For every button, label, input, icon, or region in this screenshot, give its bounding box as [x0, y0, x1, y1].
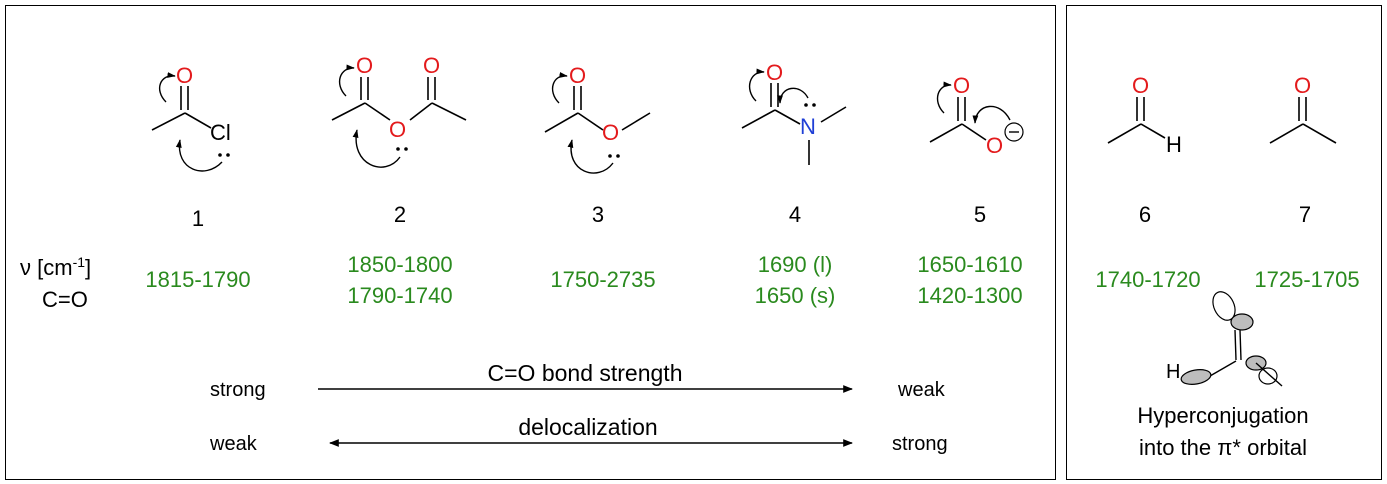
- oxygen-atom: O: [1132, 73, 1149, 98]
- wavenumber-label: ν [cm-1]: [20, 254, 91, 280]
- curved-arrow-icon: [936, 81, 952, 114]
- oxygen-atom: O: [1294, 73, 1311, 98]
- curved-arrow-icon: [777, 87, 809, 104]
- compound-number: 7: [1299, 202, 1311, 227]
- trend-right-label: weak: [897, 379, 946, 401]
- curved-arrow-icon: [158, 72, 176, 103]
- frequency-range: 1690 (l): [758, 252, 833, 277]
- oxygen-atom: O: [766, 60, 783, 85]
- frequency-range: 1650 (s): [755, 283, 836, 308]
- frequency-range: 1850-1800: [347, 252, 452, 277]
- frequency-range: 1740-1720: [1095, 267, 1200, 292]
- hydrogen-atom: H: [1166, 132, 1182, 157]
- frequency-range: 1650-1610: [917, 252, 1022, 277]
- trend-left-label: weak: [209, 433, 258, 455]
- curved-arrow-icon: [748, 68, 765, 102]
- oxygen-atom: O: [953, 73, 970, 98]
- compound-number: 4: [789, 202, 801, 227]
- curved-arrow-icon: [972, 105, 1011, 124]
- compound-number: 2: [394, 202, 406, 227]
- oxygen-atom: O: [986, 133, 1003, 158]
- curved-arrow-icon: [567, 139, 614, 174]
- molecule-4: O N: [741, 60, 847, 165]
- trend-right-label: strong: [892, 433, 948, 455]
- bond-strength-trend: strong C=O bond strength weak: [210, 360, 946, 401]
- frequency-range: 1815-1790: [145, 267, 250, 292]
- molecule-7: O: [1269, 73, 1337, 144]
- caption-line-1: Hyperconjugation: [1137, 403, 1308, 428]
- compound-number: 5: [974, 202, 986, 227]
- side-panel: [1066, 5, 1382, 480]
- compound-number: 6: [1139, 202, 1151, 227]
- bond-label: C=O: [42, 287, 88, 312]
- curved-arrow-icon: [352, 129, 401, 168]
- orbital-diagram: H: [1166, 291, 1283, 387]
- oxygen-atom: O: [389, 117, 406, 142]
- curved-arrow-icon: [338, 64, 355, 97]
- molecule-3: O O: [544, 63, 651, 174]
- frequency-range: 1790-1740: [347, 283, 452, 308]
- curved-arrow-icon: [551, 72, 568, 104]
- trend-left-label: strong: [210, 379, 266, 401]
- nitrogen-atom: N: [800, 114, 816, 139]
- frequency-range: 1750-2735: [550, 267, 655, 292]
- oxygen-atom: O: [423, 53, 440, 78]
- caption-line-2: into the π* orbital: [1139, 435, 1307, 460]
- trend-title: C=O bond strength: [488, 360, 683, 386]
- frequency-range: 1725-1705: [1254, 267, 1359, 292]
- oxygen-atom: O: [569, 63, 586, 88]
- curved-arrow-icon: [175, 139, 223, 172]
- compound-number: 1: [192, 206, 204, 231]
- delocalization-trend: weak delocalization strong: [209, 414, 948, 455]
- molecule-1: O Cl: [151, 63, 231, 172]
- molecule-2: O O O: [331, 53, 467, 168]
- chlorine-atom: Cl: [210, 120, 231, 145]
- main-panel: [5, 5, 1056, 480]
- oxygen-atom: O: [176, 63, 193, 88]
- hydrogen-atom: H: [1166, 361, 1180, 383]
- molecule-6: O H: [1107, 73, 1182, 157]
- molecule-5: O O: [929, 73, 1024, 158]
- oxygen-atom: O: [602, 120, 619, 145]
- oxygen-atom: O: [356, 53, 373, 78]
- trend-title: delocalization: [518, 414, 657, 440]
- frequency-range: 1420-1300: [917, 283, 1022, 308]
- compound-number: 3: [592, 202, 604, 227]
